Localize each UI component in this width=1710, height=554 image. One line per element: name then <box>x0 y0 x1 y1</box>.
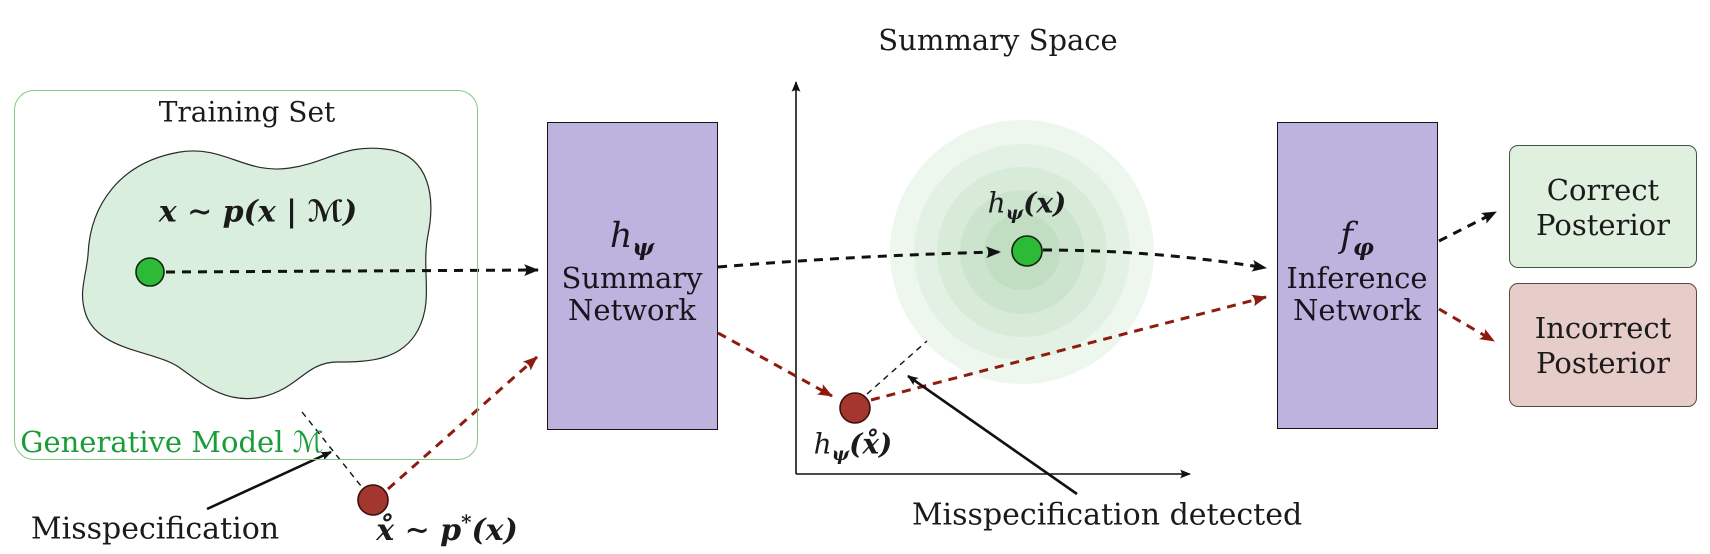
summary-network-box <box>547 122 718 430</box>
training-set-panel <box>14 90 478 460</box>
misspecified-sample-label-sup: * <box>461 509 472 534</box>
summary-red-dot <box>839 392 871 424</box>
inference-network-box <box>1277 122 1438 429</box>
summary-network-line1: Summary <box>561 260 703 295</box>
misspecified-flow-dashes <box>387 294 1495 491</box>
training-data-blob <box>81 147 432 400</box>
summary-green-point-label: hψ(x) <box>987 186 1067 225</box>
incorrect-posterior-line1: Incorrect <box>1534 310 1672 345</box>
training-set-title: Training Set <box>158 95 336 129</box>
green-point-label-sub: ψ <box>1005 203 1024 225</box>
green-point-label-pre: h <box>987 186 1006 220</box>
summary-red-point-label: hψ(x̊) <box>813 427 893 466</box>
inference-symbol-sub: φ <box>1353 233 1374 261</box>
summary-space-axes <box>791 81 1191 479</box>
incorrect-posterior-box <box>1509 283 1697 407</box>
misspecified-sample-label-pre: x̊ ∼ p <box>376 512 462 548</box>
misspecified-sample-dot <box>357 484 389 516</box>
summary-space-title: Summary Space <box>878 22 1118 57</box>
observed-sample-dot <box>135 257 165 287</box>
correct-flow-dashes <box>165 210 1497 277</box>
inference-network-line1: Inference <box>1286 260 1428 295</box>
summary-network-line2: Network <box>568 292 696 327</box>
red-point-label-pre: h <box>813 427 832 461</box>
inference-symbol-main: f <box>1340 215 1354 256</box>
misspecification-label: Misspecification <box>30 511 280 547</box>
misspecification-offset-dashes <box>301 340 928 487</box>
correct-posterior-line1: Correct <box>1546 172 1660 207</box>
sample-distribution-label: x ∼ p(x | ℳ) <box>158 194 358 230</box>
correct-posterior-line2: Posterior <box>1536 207 1670 242</box>
summary-network-symbol: hψ <box>610 218 654 260</box>
correct-posterior-box <box>1509 145 1697 268</box>
misspecified-sample-label: x̊ ∼ p*(x) <box>376 509 518 548</box>
summary-symbol-sub: ψ <box>632 233 655 261</box>
summary-green-dot <box>1011 235 1043 267</box>
summary-symbol-main: h <box>609 215 633 256</box>
red-point-label-post: (x̊) <box>849 427 893 461</box>
misspecified-sample-label-post: (x) <box>471 512 518 548</box>
misspecification-detected-label: Misspecification detected <box>911 497 1303 533</box>
inference-network-symbol: fφ <box>1340 218 1374 260</box>
green-point-label-post: (x) <box>1023 186 1067 220</box>
annotation-arrows <box>206 374 1078 511</box>
generative-model-label: Generative Model ℳ <box>20 424 324 459</box>
incorrect-posterior-line2: Posterior <box>1536 345 1670 380</box>
inference-network-line2: Network <box>1293 292 1421 327</box>
red-point-label-sub: ψ <box>831 444 850 466</box>
